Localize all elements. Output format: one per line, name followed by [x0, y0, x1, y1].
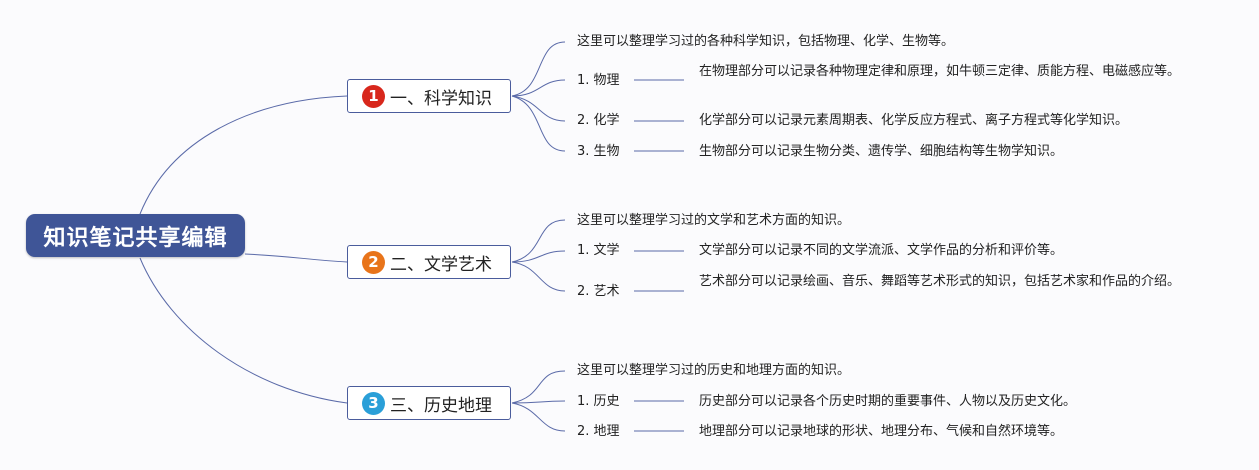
root-node[interactable]: 知识笔记共享编辑: [26, 214, 245, 257]
number-badge-1: 1: [362, 84, 385, 108]
branch-intro[interactable]: 这里可以整理学习过的文学和艺术方面的知识。: [577, 213, 851, 228]
topic-desc-literature[interactable]: 文学部分可以记录不同的文学流派、文学作品的分析和评价等。: [699, 243, 1064, 258]
topic-label-art[interactable]: 2. 艺术: [577, 284, 620, 299]
branch-intro[interactable]: 这里可以整理学习过的各种科学知识，包括物理、化学、生物等。: [577, 34, 955, 49]
branch-node-science[interactable]: 1 一、科学知识: [347, 79, 511, 113]
branch-intro[interactable]: 这里可以整理学习过的历史和地理方面的知识。: [577, 363, 851, 378]
number-badge-2: 2: [362, 250, 385, 274]
branch-title: 二、文学艺术: [390, 254, 492, 275]
topic-desc-physics[interactable]: 在物理部分可以记录各种物理定律和原理，如牛顿三定律、质能方程、电磁感应等。: [699, 64, 1181, 79]
topic-label-geography[interactable]: 2. 地理: [577, 424, 620, 439]
topic-label-chemistry[interactable]: 2. 化学: [577, 113, 620, 128]
root-title: 知识笔记共享编辑: [43, 225, 228, 251]
topic-desc-chemistry[interactable]: 化学部分可以记录元素周期表、化学反应方程式、离子方程式等化学知识。: [699, 113, 1129, 128]
branch-title: 一、科学知识: [390, 88, 492, 109]
topic-label-history[interactable]: 1. 历史: [577, 394, 620, 409]
topic-label-biology[interactable]: 3. 生物: [577, 144, 620, 159]
branch-node-history-geography[interactable]: 3 三、历史地理: [347, 386, 511, 420]
topic-desc-biology[interactable]: 生物部分可以记录生物分类、遗传学、细胞结构等生物学知识。: [699, 144, 1064, 159]
branch-node-literature-art[interactable]: 2 二、文学艺术: [347, 245, 511, 279]
topic-desc-geography[interactable]: 地理部分可以记录地球的形状、地理分布、气候和自然环境等。: [699, 424, 1064, 439]
branch-title: 三、历史地理: [390, 395, 492, 416]
topic-desc-history[interactable]: 历史部分可以记录各个历史时期的重要事件、人物以及历史文化。: [699, 394, 1077, 409]
number-badge-3: 3: [362, 391, 385, 415]
topic-label-literature[interactable]: 1. 文学: [577, 243, 620, 258]
topic-label-physics[interactable]: 1. 物理: [577, 73, 620, 88]
topic-desc-art[interactable]: 艺术部分可以记录绘画、音乐、舞蹈等艺术形式的知识，包括艺术家和作品的介绍。: [699, 274, 1181, 289]
